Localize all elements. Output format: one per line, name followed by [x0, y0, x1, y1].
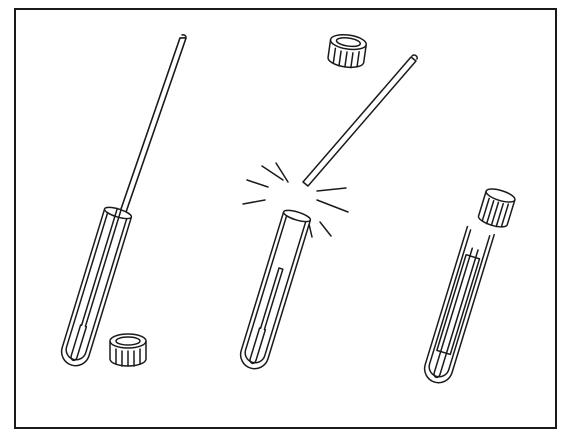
tube-cap [110, 334, 146, 366]
tube-cap [327, 33, 367, 70]
